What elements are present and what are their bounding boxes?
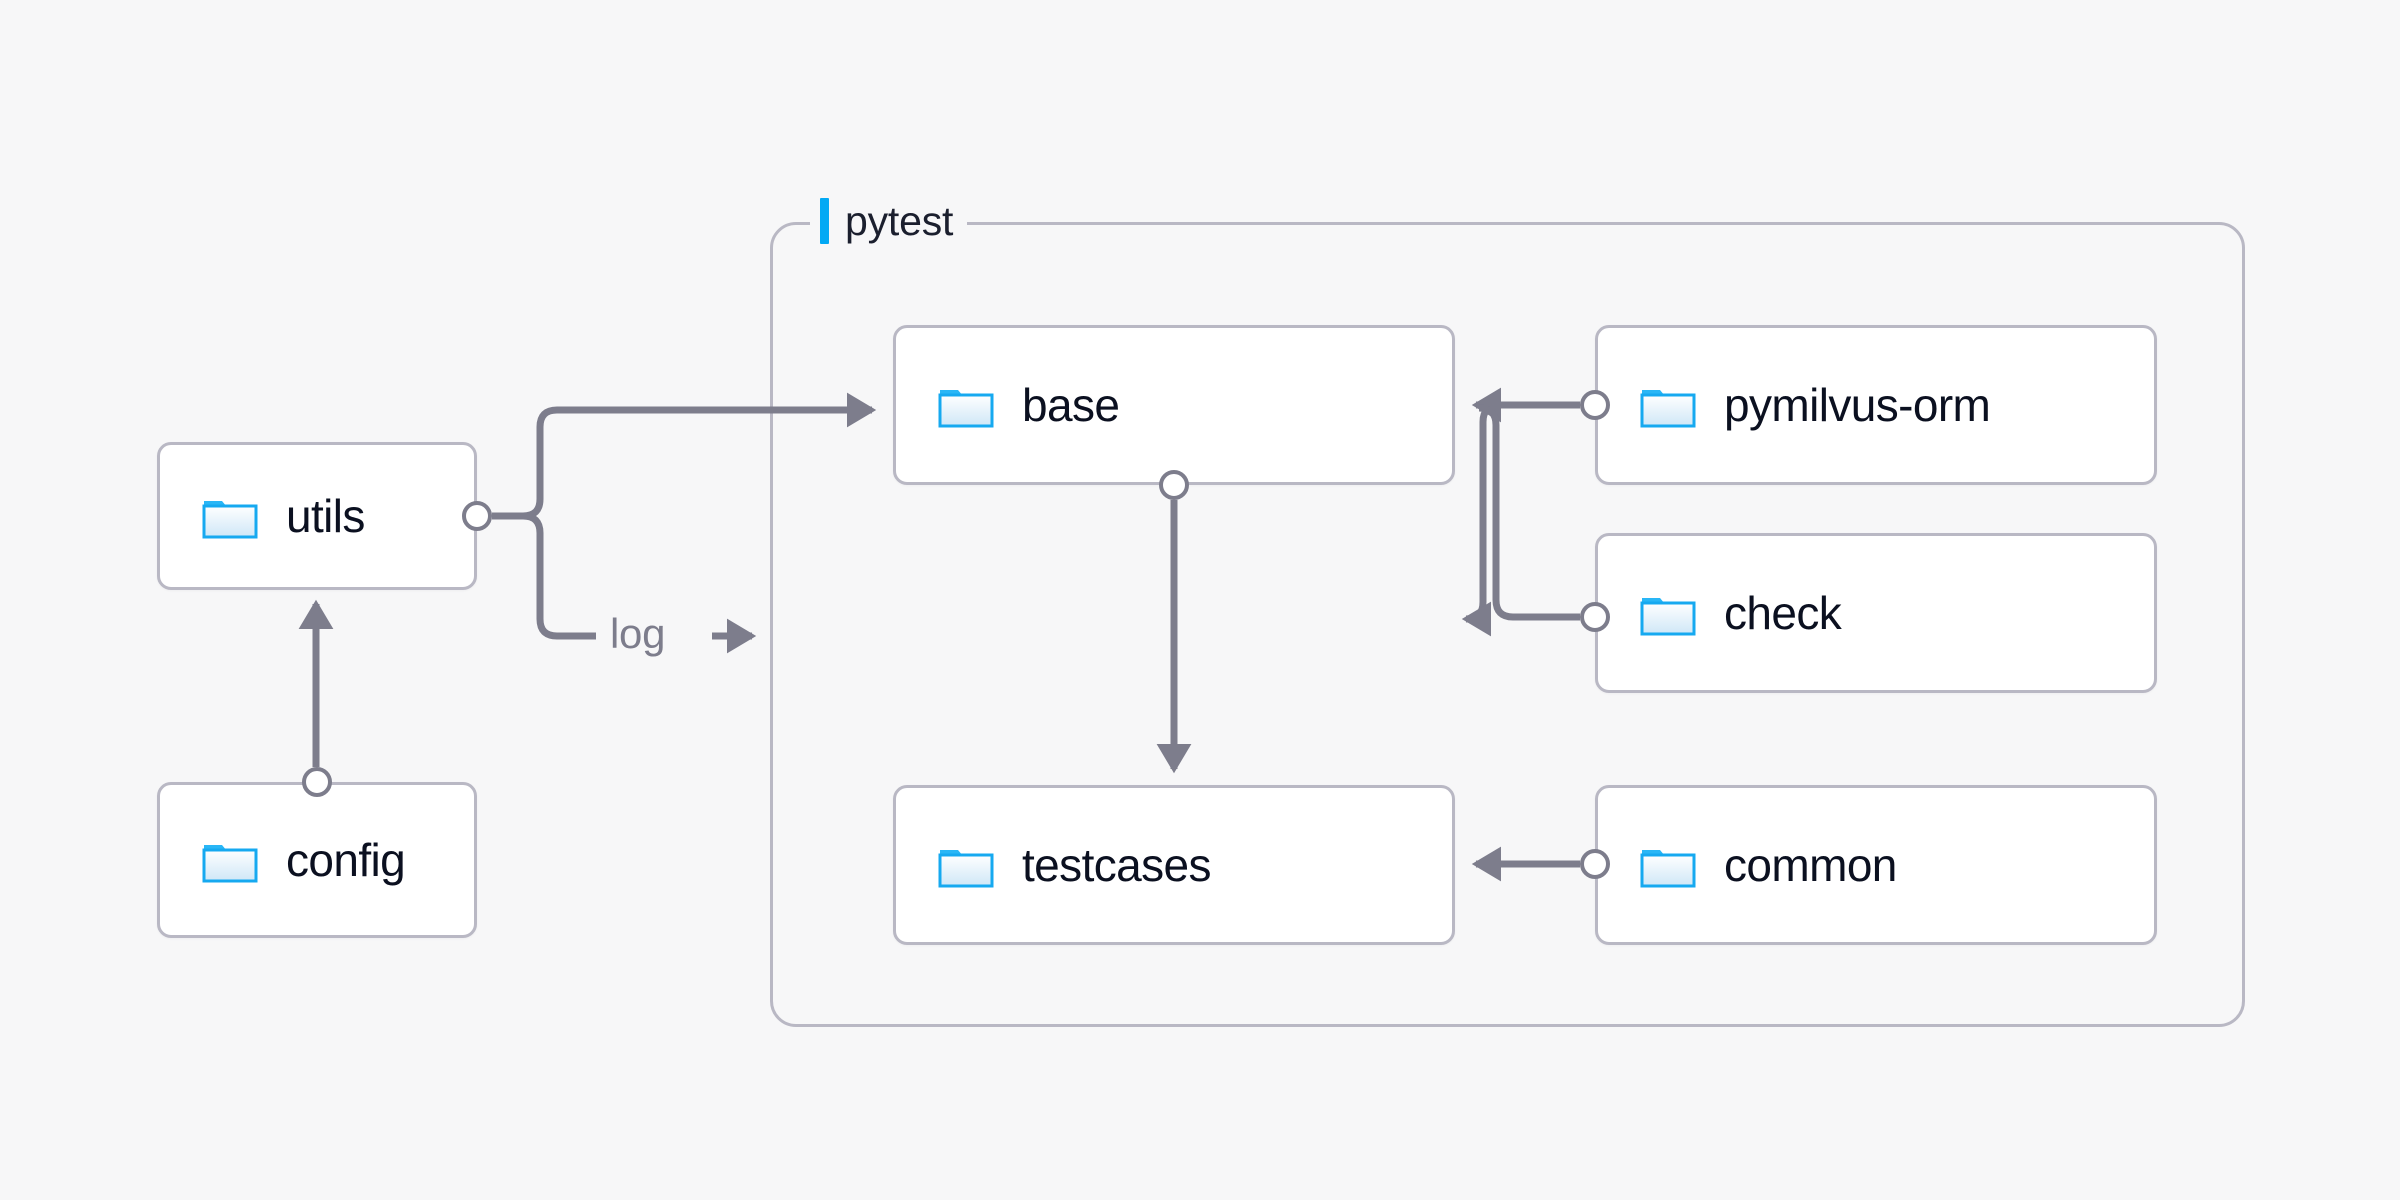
node-utils[interactable]: utils xyxy=(157,442,477,590)
node-label: common xyxy=(1724,839,1897,891)
node-common[interactable]: common xyxy=(1595,785,2157,945)
node-label: testcases xyxy=(1022,839,1212,891)
edge-utils-to-log-branch xyxy=(492,512,596,640)
node-pymilvus-orm[interactable]: pymilvus-orm xyxy=(1595,325,2157,485)
node-label: check xyxy=(1724,587,1842,639)
edge-check-to-base xyxy=(1478,404,1580,621)
port-utils-right[interactable] xyxy=(462,501,492,531)
port-config-top[interactable] xyxy=(302,767,332,797)
node-check[interactable]: check xyxy=(1595,533,2157,693)
node-testcases[interactable]: testcases xyxy=(893,785,1455,945)
folder-icon xyxy=(938,842,994,888)
port-check-left[interactable] xyxy=(1580,602,1610,632)
node-label: pymilvus-orm xyxy=(1724,379,1991,431)
port-base-bottom[interactable] xyxy=(1159,470,1189,500)
group-pytest-label: pytest xyxy=(810,191,968,251)
folder-icon xyxy=(202,493,258,539)
folder-icon xyxy=(1640,590,1696,636)
port-common-left[interactable] xyxy=(1580,849,1610,879)
edge-label-log: log xyxy=(600,613,676,655)
folder-icon xyxy=(202,837,258,883)
port-pymilvus-orm-left[interactable] xyxy=(1580,390,1610,420)
folder-icon xyxy=(938,382,994,428)
folder-icon xyxy=(1640,382,1696,428)
node-label: base xyxy=(1022,379,1120,431)
node-base[interactable]: base xyxy=(893,325,1455,485)
edge-utils-to-base xyxy=(492,392,877,520)
node-label: config xyxy=(286,834,406,886)
node-label: utils xyxy=(286,490,365,542)
folder-icon xyxy=(1640,842,1696,888)
group-accent-bar xyxy=(820,198,829,244)
group-pytest[interactable] xyxy=(770,222,2245,1027)
node-config[interactable]: config xyxy=(157,782,477,938)
edge-pymilvus-orm-to-base xyxy=(1461,401,1580,637)
group-pytest-title: pytest xyxy=(845,197,954,244)
